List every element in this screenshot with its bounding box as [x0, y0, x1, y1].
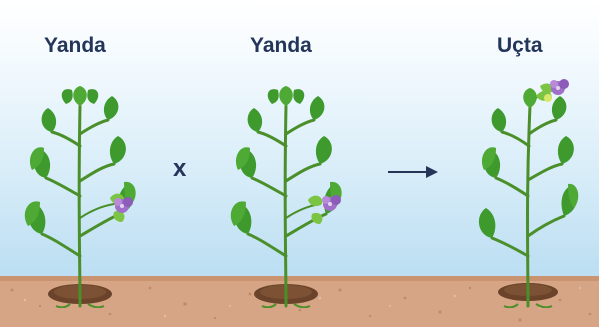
plant-axial-flower-icon	[22, 86, 142, 308]
plant-terminal-flower-icon	[476, 76, 586, 308]
plant-axial-flower-icon	[228, 86, 348, 308]
label-left-plant: Yanda	[44, 34, 106, 58]
cross-symbol: x	[173, 155, 186, 183]
label-right-plant: Uçta	[497, 34, 543, 58]
arrow-right-icon	[388, 164, 440, 180]
label-middle-plant: Yanda	[250, 34, 312, 58]
